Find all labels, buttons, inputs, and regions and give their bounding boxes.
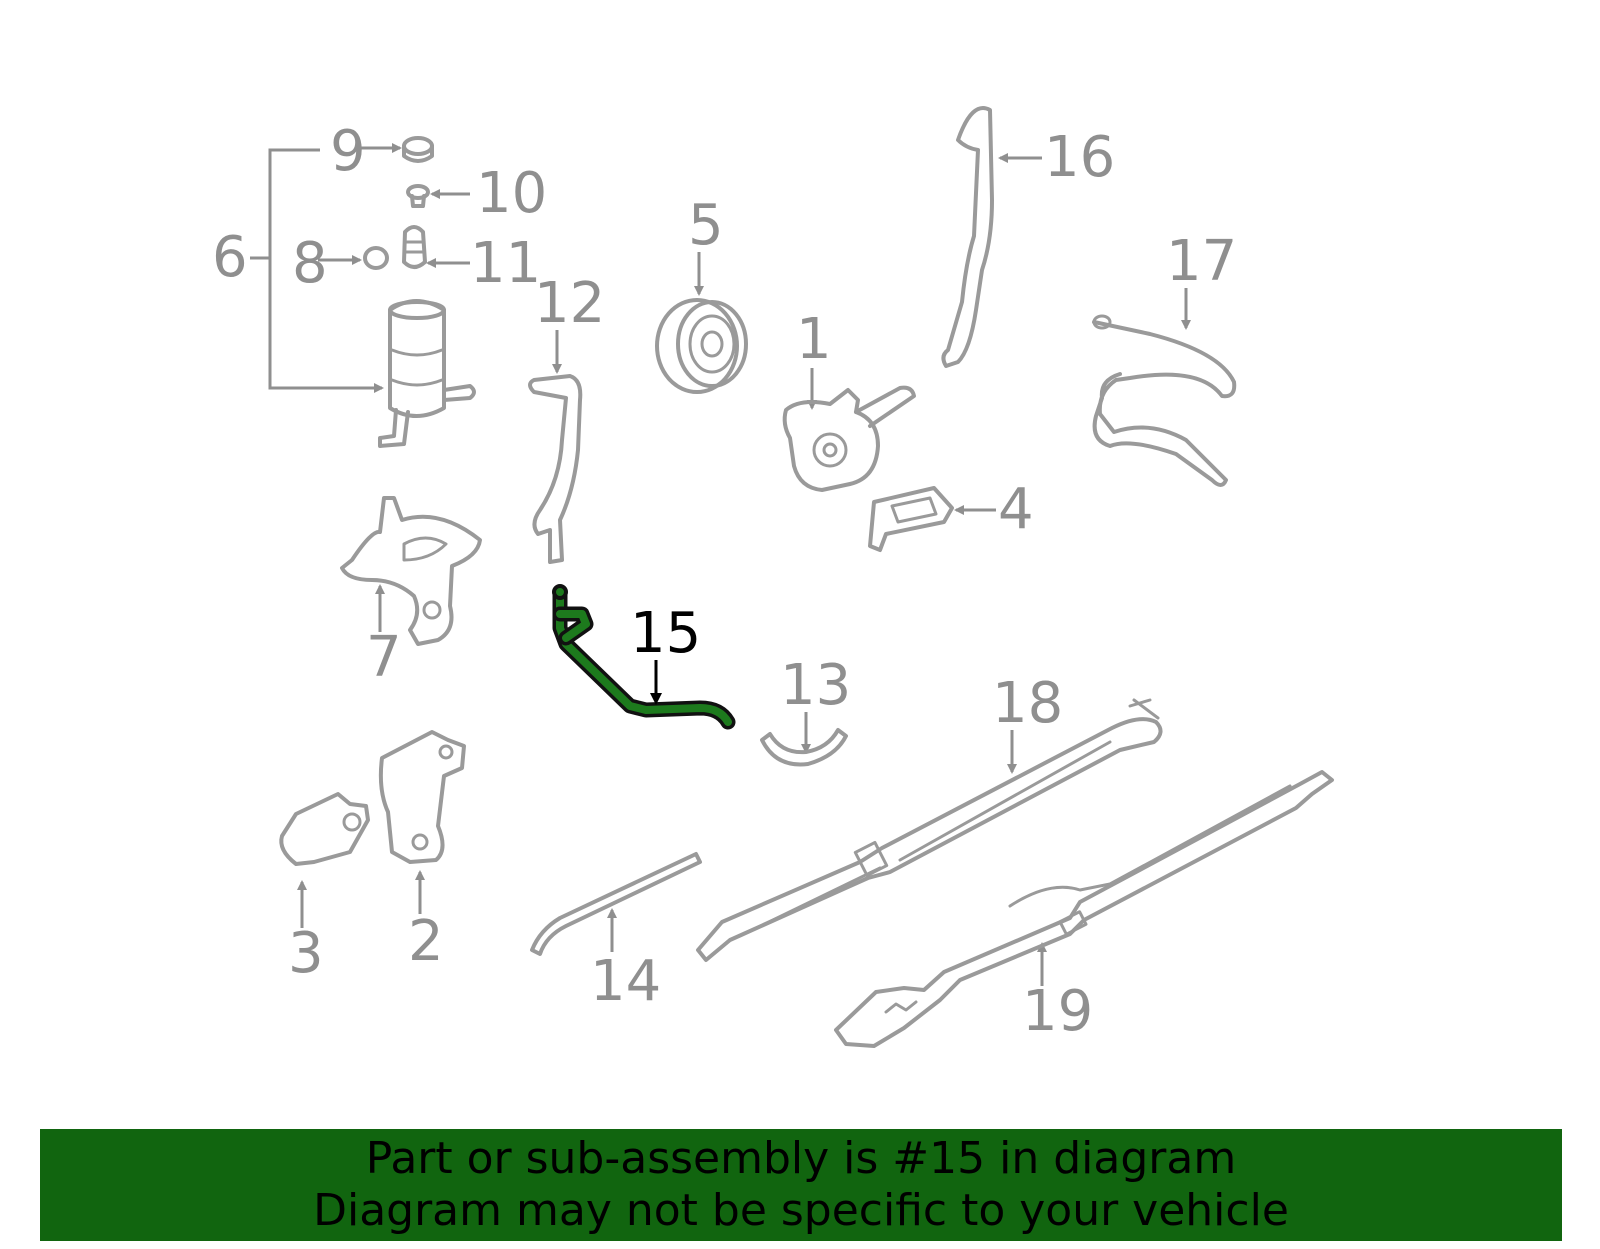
part-6-reservoir bbox=[378, 299, 476, 448]
callout-13: 13 bbox=[780, 653, 851, 718]
callout-12: 12 bbox=[534, 271, 605, 336]
part-8-grommet bbox=[318, 246, 389, 270]
part-16-hose bbox=[941, 106, 1042, 368]
part-3-bracket bbox=[279, 792, 370, 928]
callout-15: 15 bbox=[630, 601, 701, 666]
callout-16: 16 bbox=[1044, 125, 1115, 190]
callout-6: 6 bbox=[212, 225, 248, 290]
part-9-cap-seal bbox=[360, 136, 434, 163]
callout-10: 10 bbox=[476, 161, 547, 226]
callout-labels: 1 2 3 4 5 6 7 8 9 10 11 12 13 14 15 16 1… bbox=[212, 119, 1237, 1044]
banner-line-part-number: Part or sub-assembly is #15 in diagram bbox=[365, 1133, 1237, 1184]
callout-11: 11 bbox=[470, 231, 541, 296]
part-18-pipe bbox=[696, 698, 1163, 962]
part-1-pump bbox=[782, 368, 916, 492]
part-12-hose bbox=[528, 330, 583, 564]
callout-14: 14 bbox=[590, 949, 661, 1014]
callout-1: 1 bbox=[796, 307, 832, 372]
part-14-pipe bbox=[530, 852, 702, 956]
callout-9: 9 bbox=[330, 119, 366, 184]
callout-8: 8 bbox=[292, 231, 328, 296]
part-4-bracket bbox=[868, 486, 996, 552]
part-10-fitting bbox=[406, 184, 470, 208]
part-13-hose bbox=[760, 712, 848, 767]
callout-7: 7 bbox=[366, 625, 402, 690]
part-7-bracket bbox=[340, 496, 482, 646]
callout-5: 5 bbox=[688, 193, 724, 258]
part-5-pulley bbox=[655, 252, 748, 394]
callout-2: 2 bbox=[408, 909, 444, 974]
callout-18: 18 bbox=[992, 671, 1063, 736]
part-19-pipe bbox=[834, 770, 1334, 1048]
part-15-pipe-highlighted[interactable] bbox=[552, 584, 736, 730]
callout-19: 19 bbox=[1022, 979, 1093, 1044]
part-2-bracket bbox=[378, 730, 466, 914]
callout-3: 3 bbox=[288, 921, 324, 986]
info-banner: Part or sub-assembly is #15 in diagram D… bbox=[40, 1129, 1562, 1241]
part-6-bracket bbox=[250, 148, 384, 393]
callout-17: 17 bbox=[1166, 229, 1237, 294]
part-17-hose bbox=[1092, 288, 1237, 487]
callout-4: 4 bbox=[998, 477, 1034, 542]
banner-line-disclaimer: Diagram may not be specific to your vehi… bbox=[313, 1185, 1289, 1236]
part-11-filter bbox=[402, 225, 470, 269]
